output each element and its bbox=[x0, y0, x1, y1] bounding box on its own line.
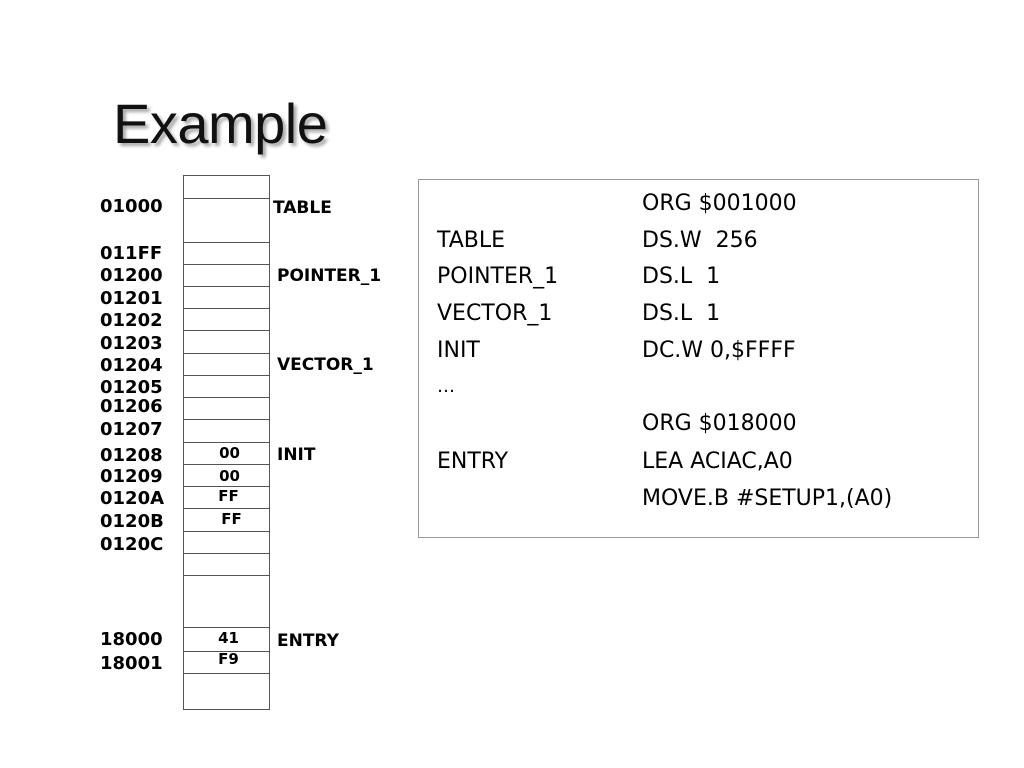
memory-address: 01207 bbox=[100, 419, 163, 440]
memory-address: 18000 bbox=[100, 629, 163, 650]
memory-address: 01200 bbox=[100, 265, 163, 286]
code-label: VECTOR_1 bbox=[437, 301, 553, 326]
memory-cell bbox=[183, 673, 270, 709]
memory-cell bbox=[183, 442, 270, 464]
code-instruction: ORG $018000 bbox=[642, 411, 797, 436]
memory-address: 01208 bbox=[100, 445, 163, 466]
code-instruction: DS.W 256 bbox=[642, 228, 758, 253]
memory-address: 01206 bbox=[100, 396, 163, 417]
memory-cell bbox=[183, 397, 270, 419]
memory-address: 01201 bbox=[100, 288, 163, 309]
memory-cell-value: FF bbox=[221, 510, 242, 528]
memory-address: 01000 bbox=[100, 196, 163, 217]
memory-cell bbox=[183, 486, 270, 508]
memory-address: 0120C bbox=[100, 534, 164, 555]
memory-address: 01205 bbox=[100, 377, 163, 398]
code-label: ENTRY bbox=[437, 449, 509, 474]
memory-label-init: INIT bbox=[277, 445, 316, 465]
memory-cell bbox=[183, 375, 270, 397]
memory-cell bbox=[183, 531, 270, 553]
code-listing-box bbox=[418, 179, 979, 538]
memory-cell bbox=[183, 419, 270, 442]
memory-label-pointer: POINTER_1 bbox=[277, 266, 382, 286]
code-instruction: MOVE.B #SETUP1,(A0) bbox=[642, 486, 893, 511]
memory-cell-value: F9 bbox=[218, 650, 239, 668]
code-instruction: ORG $001000 bbox=[642, 191, 797, 216]
memory-address: 01202 bbox=[100, 310, 163, 331]
memory-address: 011FF bbox=[100, 243, 163, 264]
memory-cell bbox=[183, 575, 270, 627]
memory-cell bbox=[183, 198, 270, 242]
memory-cell bbox=[183, 175, 270, 198]
memory-cell bbox=[183, 553, 270, 575]
memory-address: 01203 bbox=[100, 333, 163, 354]
code-instruction: LEA ACIAC,A0 bbox=[642, 449, 793, 474]
memory-cell bbox=[183, 464, 270, 486]
code-ellipsis: … bbox=[437, 376, 455, 397]
memory-address: 01204 bbox=[100, 355, 163, 376]
memory-cell-value: 00 bbox=[219, 467, 240, 485]
memory-cell bbox=[183, 651, 270, 673]
memory-cell-value: FF bbox=[218, 487, 239, 505]
memory-label-entry: ENTRY bbox=[277, 631, 339, 651]
code-instruction: DC.W 0,$FFFF bbox=[642, 338, 796, 363]
memory-label-table: TABLE bbox=[273, 198, 332, 218]
code-label: TABLE bbox=[437, 228, 506, 253]
memory-address: 0120A bbox=[100, 488, 165, 509]
slide-title: Example bbox=[113, 92, 328, 155]
memory-map-bottom-border bbox=[183, 709, 270, 710]
memory-cell bbox=[183, 242, 270, 264]
memory-cell bbox=[183, 508, 270, 531]
code-instruction: DS.L 1 bbox=[642, 301, 721, 326]
code-instruction: DS.L 1 bbox=[642, 264, 721, 289]
memory-cell-value: 00 bbox=[219, 444, 240, 462]
memory-cell bbox=[183, 330, 270, 353]
code-label: POINTER_1 bbox=[437, 264, 559, 289]
memory-cell bbox=[183, 353, 270, 375]
memory-cell bbox=[183, 286, 270, 308]
memory-address: 0120B bbox=[100, 511, 164, 532]
memory-cell-value: 41 bbox=[218, 629, 239, 647]
code-label: INIT bbox=[437, 338, 480, 363]
memory-address: 18001 bbox=[100, 653, 163, 674]
memory-address: 01209 bbox=[100, 466, 163, 487]
memory-label-vector: VECTOR_1 bbox=[277, 355, 374, 375]
memory-cell bbox=[183, 308, 270, 330]
memory-cell bbox=[183, 627, 270, 651]
memory-cell bbox=[183, 264, 270, 286]
